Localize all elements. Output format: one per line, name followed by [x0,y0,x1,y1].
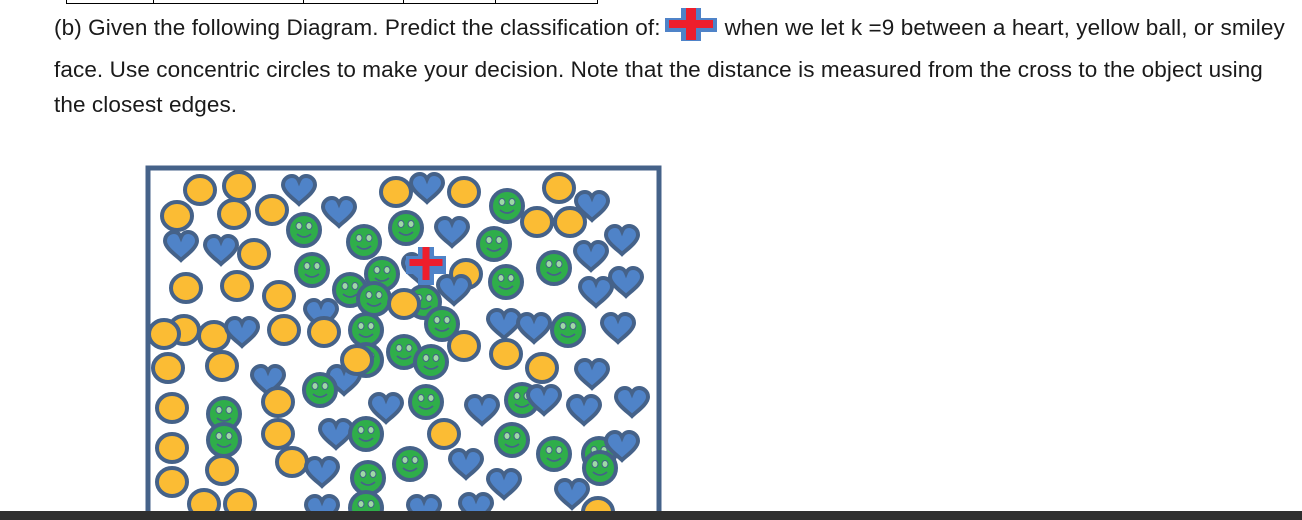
heart-icon [409,172,445,204]
yellow-ball-icon [447,330,481,362]
heart-icon [434,216,470,248]
heart-icon [304,456,340,488]
heart-icon [614,386,650,418]
smiley-face-icon [286,212,322,248]
smiley-face-icon [408,384,444,420]
yellow-ball-icon [387,288,421,320]
yellow-ball-icon [340,344,374,376]
yellow-ball-icon [379,176,413,208]
smiley-face-icon [348,416,384,452]
heart-icon [604,224,640,256]
yellow-ball-icon [542,172,576,204]
yellow-ball-icon [447,176,481,208]
smiley-face-icon [294,252,330,288]
yellow-ball-icon [520,206,554,238]
yellow-ball-icon [151,352,185,384]
yellow-ball-icon [222,170,256,202]
heart-icon [321,196,357,228]
smiley-face-icon [348,312,384,348]
yellow-ball-icon [149,318,181,350]
smiley-face-icon [489,188,525,224]
yellow-ball-icon [307,316,341,348]
yellow-ball-icon [237,238,271,270]
heart-icon [600,312,636,344]
smiley-face-icon [392,446,428,482]
smiley-face-icon [488,264,524,300]
yellow-ball-icon [275,446,309,478]
question-text: (b) Given the following Diagram. Predict… [54,7,1294,123]
yellow-ball-icon [205,350,239,382]
smiley-face-icon [388,210,424,246]
cross-icon [663,7,719,52]
smiley-face-icon [413,344,449,380]
window-bottom-bar [0,511,1302,520]
table-divider [153,0,154,4]
yellow-ball-icon [553,206,587,238]
yellow-ball-icon [267,314,301,346]
smiley-face-icon [476,226,512,262]
knn-diagram [145,165,662,520]
yellow-ball-icon [169,272,203,304]
yellow-ball-icon [155,466,189,498]
smiley-face-icon [582,450,618,486]
heart-icon [436,274,472,306]
diagram-border [145,165,662,520]
table-divider [495,0,496,4]
yellow-ball-icon [155,432,189,464]
heart-icon [163,230,199,262]
yellow-ball-icon [427,418,461,450]
heart-icon [448,448,484,480]
heart-icon [224,316,260,348]
heart-icon [368,392,404,424]
smiley-face-icon [494,422,530,458]
heart-icon [486,468,522,500]
yellow-ball-icon [255,194,289,226]
heart-icon [578,276,614,308]
heart-icon [281,174,317,206]
smiley-face-icon [302,372,338,408]
smiley-face-icon [206,422,242,458]
heart-icon [318,418,354,450]
table-divider [403,0,404,4]
smiley-face-icon [350,460,386,496]
yellow-ball-icon [489,338,523,370]
question-prefix: (b) Given the following Diagram. Predict… [54,15,661,40]
table-edge [66,0,598,4]
heart-icon [566,394,602,426]
smiley-face-icon [346,224,382,260]
heart-icon [573,240,609,272]
smiley-face-icon [356,281,392,317]
yellow-ball-icon [261,386,295,418]
table-divider [303,0,304,4]
yellow-ball-icon [220,270,254,302]
yellow-ball-icon [262,280,296,312]
heart-icon [516,312,552,344]
yellow-ball-icon [160,200,194,232]
yellow-ball-icon [261,418,295,450]
yellow-ball-icon [525,352,559,384]
smiley-face-icon [550,312,586,348]
yellow-ball-icon [205,454,239,486]
cross-icon [406,247,446,285]
heart-icon [486,308,522,340]
smiley-face-icon [536,436,572,472]
yellow-ball-icon [183,174,217,206]
smiley-face-icon [424,306,460,342]
heart-icon [554,478,590,510]
question-suffix: when we let k =9 between a heart, yellow… [54,15,1285,117]
smiley-face-icon [536,250,572,286]
heart-icon [608,266,644,298]
heart-icon [574,358,610,390]
yellow-ball-icon [217,198,251,230]
yellow-ball-icon [155,392,189,424]
heart-icon [203,234,239,266]
heart-icon [464,394,500,426]
